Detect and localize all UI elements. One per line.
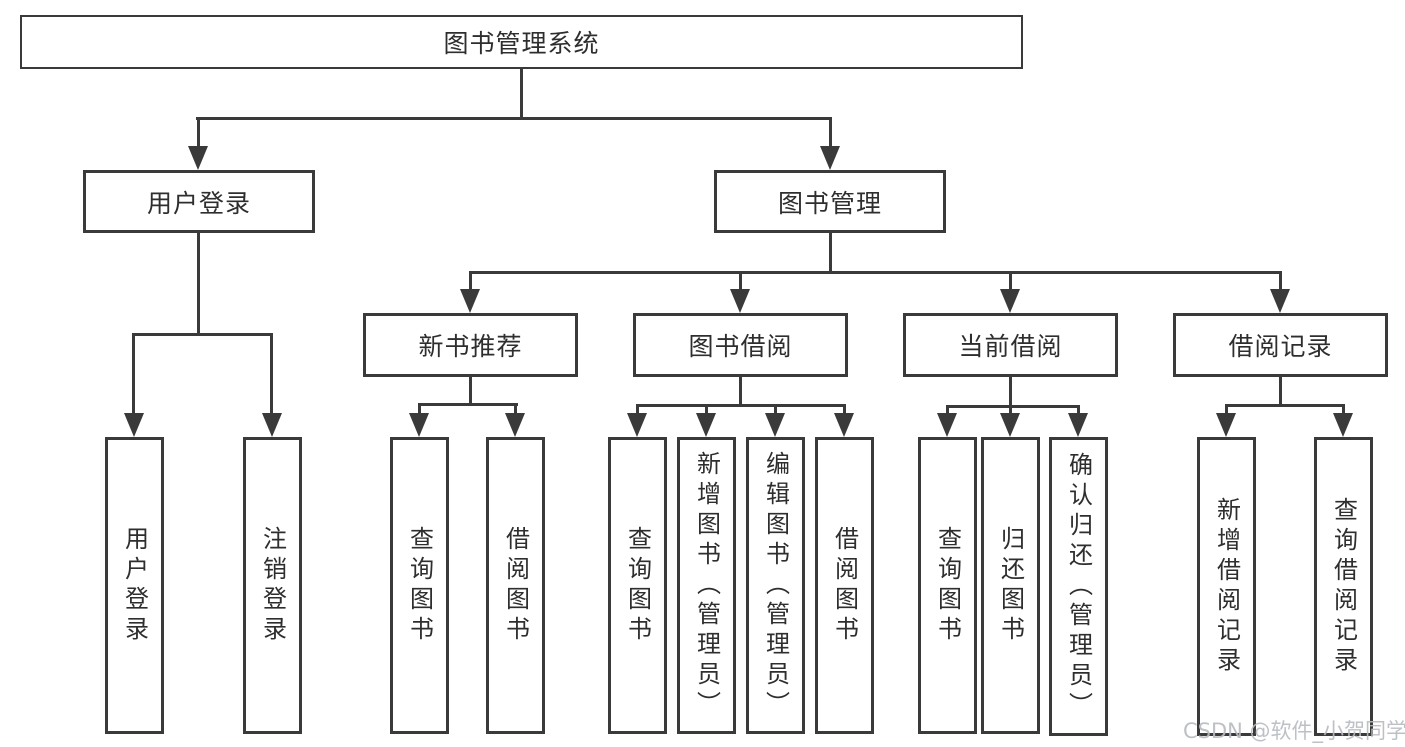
arrow-down-icon [696,413,716,437]
leaf-borrow-query-books: 查询图书 [608,437,667,734]
connector-line [946,405,949,415]
arrow-down-icon [124,413,144,437]
node-label: 归还图书 [996,525,1025,646]
connector-line [739,271,742,289]
connector-line [520,69,523,119]
node-borrow-record: 借阅记录 [1173,313,1388,377]
connector-line [132,333,273,336]
node-label: 借阅图书 [501,525,530,646]
node-root-library-system: 图书管理系统 [20,15,1023,69]
arrow-down-icon [460,289,480,313]
node-label: 新书推荐 [418,332,523,361]
connector-line [197,117,200,147]
node-user-login: 用户登录 [83,170,315,233]
arrow-down-icon [627,413,647,437]
node-label: 编辑图书（管理员） [761,450,790,721]
node-label: 新增借阅记录 [1212,496,1241,677]
connector-line [469,271,472,289]
arrow-down-icon [937,413,957,437]
arrow-down-icon [765,413,785,437]
connector-line [774,404,777,415]
arrow-down-icon [1216,413,1236,437]
leaf-recommend-borrow-books: 借阅图书 [486,437,545,734]
arrow-down-icon [1068,413,1088,437]
arrow-down-icon [505,413,525,437]
arrow-down-icon [820,146,840,170]
node-current-borrow: 当前借阅 [903,313,1118,377]
arrow-down-icon [730,289,750,313]
node-label: 确认归还（管理员） [1064,451,1093,722]
connector-line [946,405,1080,408]
node-label: 图书借阅 [688,332,793,361]
leaf-confirm-return-admin: 确认归还（管理员） [1049,437,1108,736]
connector-line [1009,377,1012,407]
node-label: 查询借阅记录 [1329,496,1358,677]
connector-line [829,117,832,147]
node-label: 查询图书 [933,525,962,646]
leaf-add-borrow-record: 新增借阅记录 [1197,437,1256,736]
connector-line [514,403,517,415]
node-label: 新增图书（管理员） [692,450,721,721]
connector-line [843,404,846,415]
connector-line [469,377,472,405]
arrow-down-icon [188,146,208,170]
leaf-current-query-books: 查询图书 [918,437,977,734]
arrow-down-icon [1333,413,1353,437]
leaf-recommend-query-books: 查询图书 [390,437,449,734]
connector-line [1009,405,1012,415]
connector-line [1225,404,1345,407]
connector-line [1077,405,1080,415]
leaf-query-borrow-record: 查询借阅记录 [1314,437,1373,736]
connector-line [196,117,832,120]
arrow-down-icon [1000,413,1020,437]
node-label: 借阅图书 [830,525,859,646]
leaf-edit-books-admin: 编辑图书（管理员） [746,437,805,734]
leaf-borrow-books: 借阅图书 [815,437,874,734]
arrow-down-icon [262,413,282,437]
connector-line [270,333,273,413]
connector-line [132,333,135,413]
leaf-add-books-admin: 新增图书（管理员） [677,437,736,734]
node-book-borrow: 图书借阅 [633,313,848,377]
connector-line [1009,271,1012,289]
node-label: 图书管理 [777,188,882,218]
connector-line [469,271,1282,274]
node-label: 图书管理系统 [443,29,600,58]
connector-line [1225,404,1228,415]
leaf-return-books: 归还图书 [981,437,1040,734]
node-label: 借阅记录 [1228,332,1333,361]
arrow-down-icon [1000,289,1020,313]
connector-line [418,403,421,415]
connector-line [636,404,639,415]
node-label: 查询图书 [623,525,652,646]
arrow-down-icon [1270,289,1290,313]
node-label: 用户登录 [120,525,149,646]
connector-line [1279,377,1282,406]
leaf-user-login: 用户登录 [105,437,164,734]
node-label: 用户登录 [146,188,251,218]
connector-line [829,233,832,274]
node-book-management: 图书管理 [714,170,946,233]
connector-line [739,377,742,406]
connector-line [418,403,518,406]
connector-line [636,404,846,407]
arrow-down-icon [409,413,429,437]
connector-line [1279,271,1282,289]
connector-line [1342,404,1345,415]
connector-line [197,233,200,335]
connector-line [705,404,708,415]
csdn-watermark: CSDN @软件_小贺同学 [1183,719,1405,743]
arrow-down-icon [834,413,854,437]
node-label: 查询图书 [405,525,434,646]
node-label: 注销登录 [258,525,287,646]
node-new-book-recommend: 新书推荐 [363,313,578,377]
leaf-logout: 注销登录 [243,437,302,734]
node-label: 当前借阅 [958,332,1063,361]
